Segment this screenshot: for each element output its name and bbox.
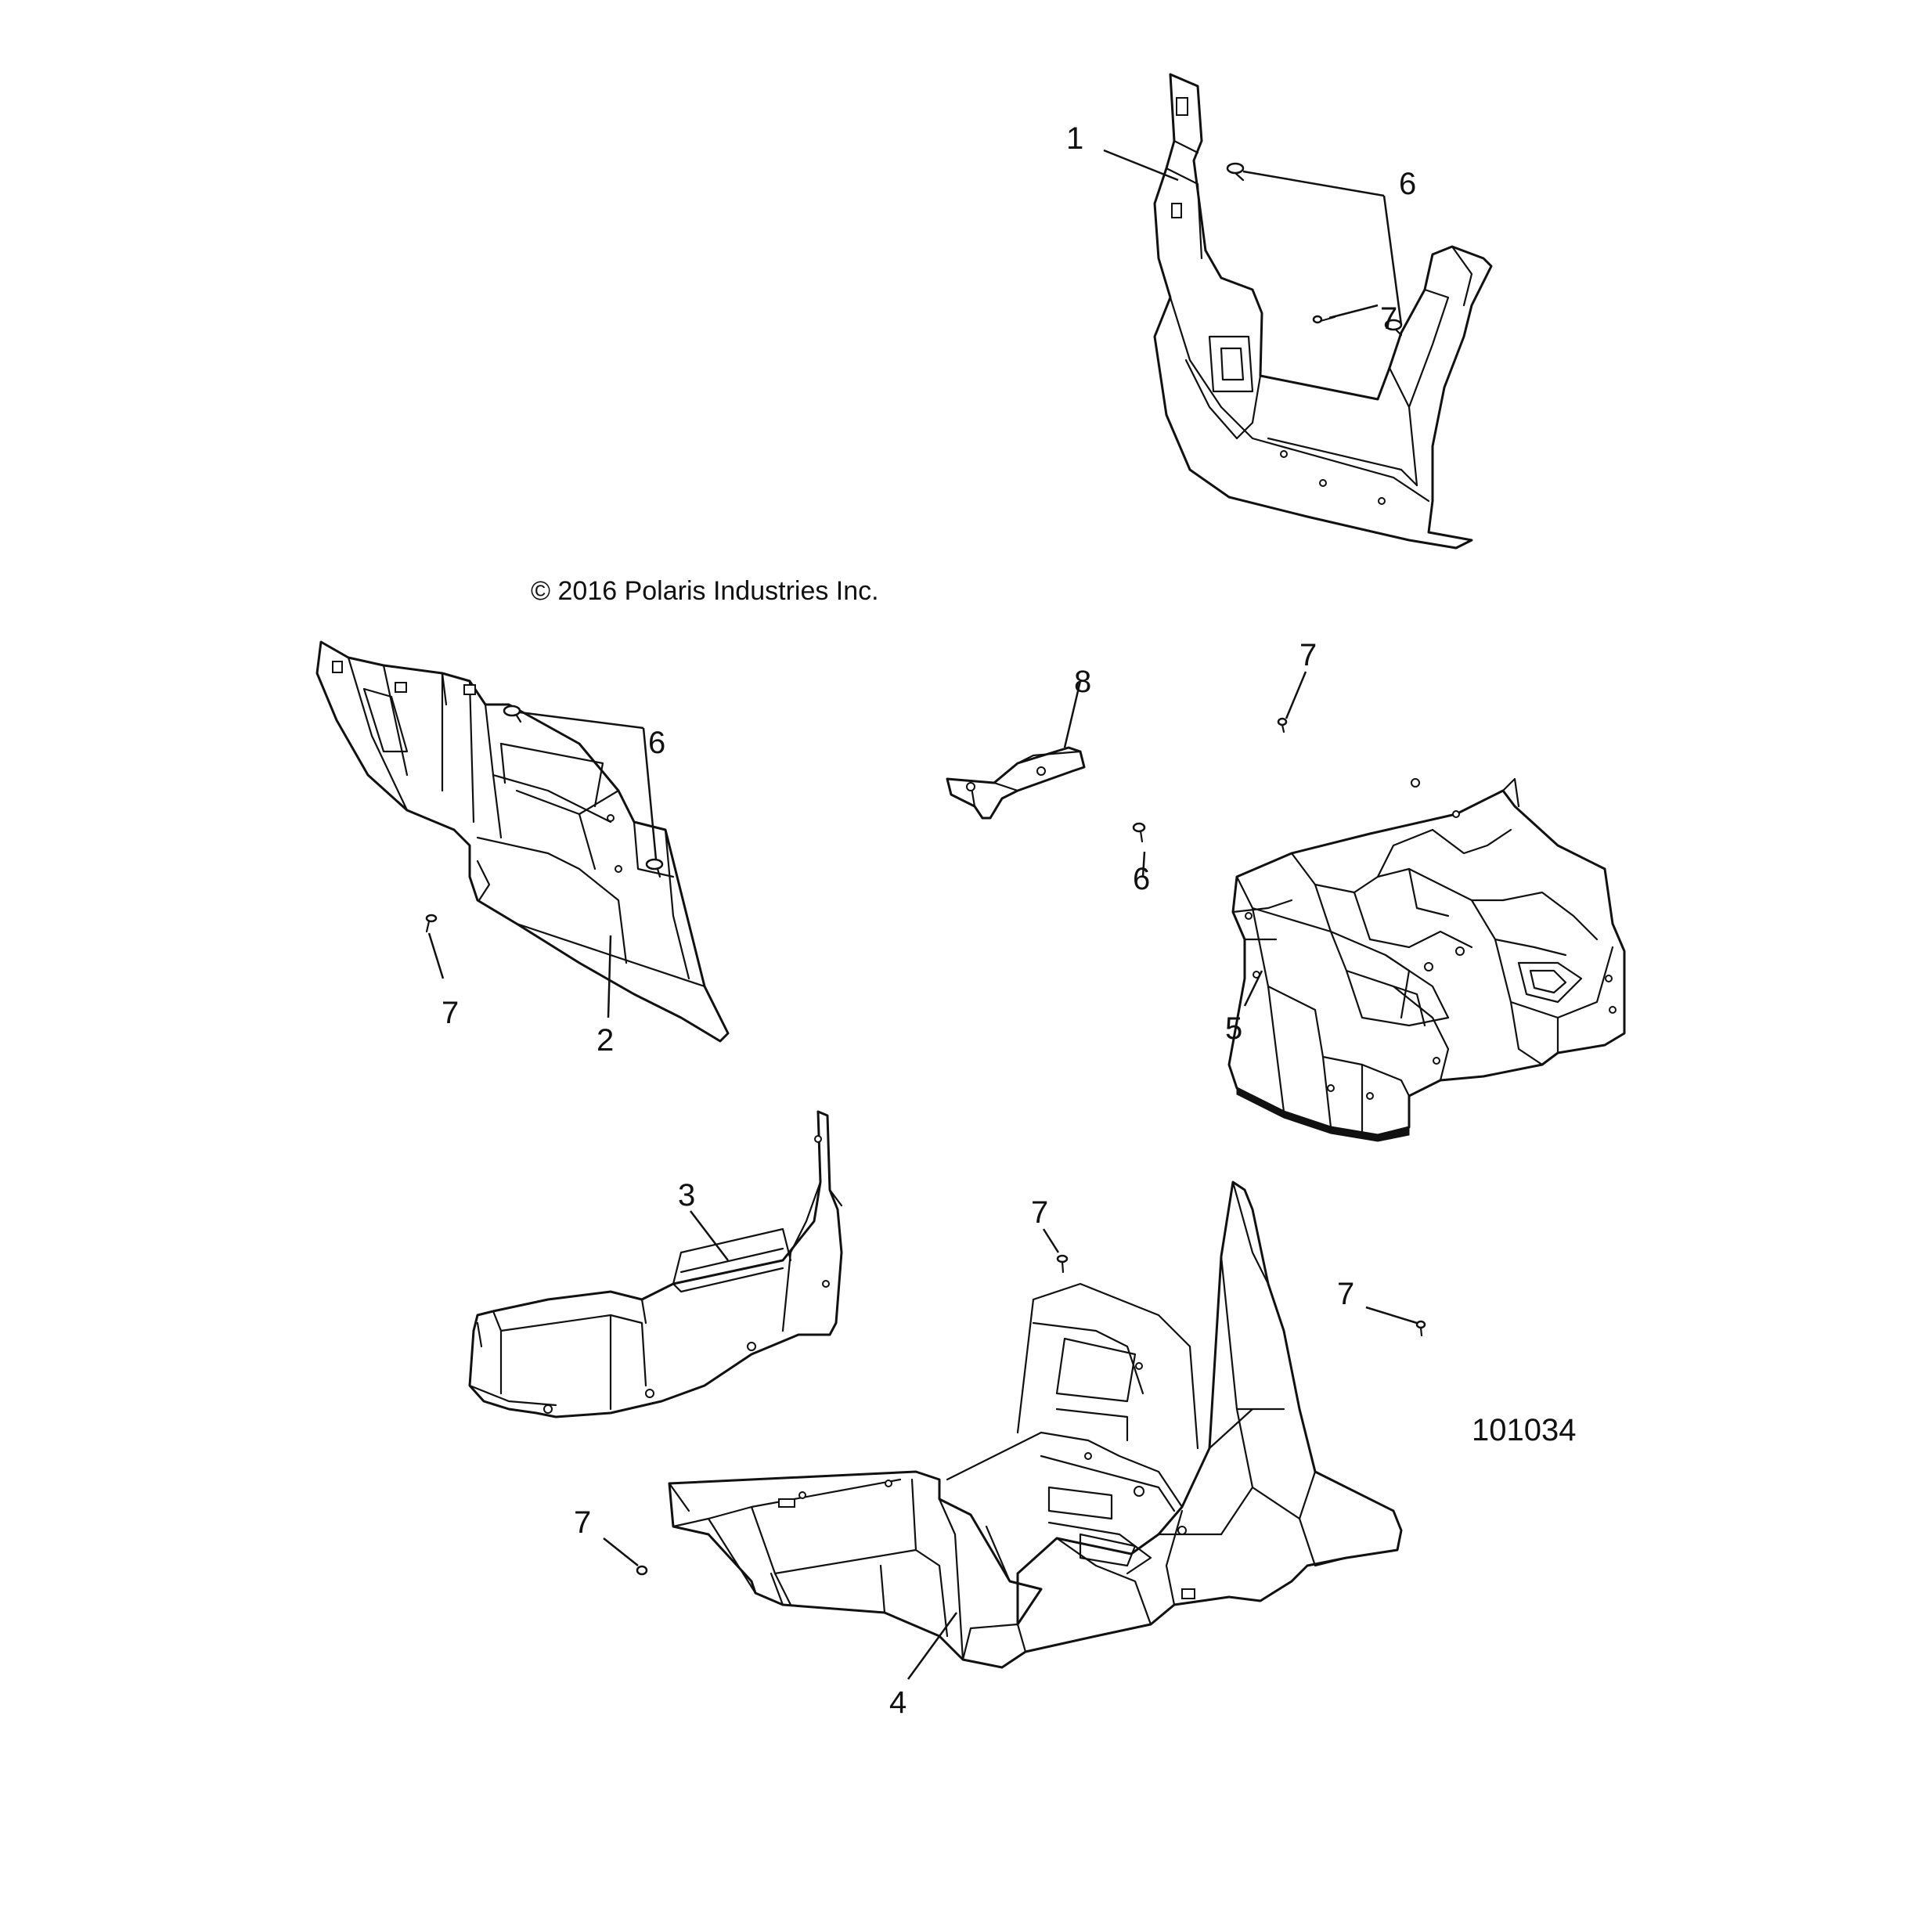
fastener-7-screw xyxy=(1415,1320,1426,1337)
callout-6: 6 xyxy=(1133,862,1150,896)
callout-8: 8 xyxy=(1074,665,1091,699)
callout-7: 7 xyxy=(574,1505,591,1540)
callout-2: 2 xyxy=(597,1023,614,1058)
callout-5: 5 xyxy=(1225,1011,1242,1046)
callout-7: 7 xyxy=(1380,301,1397,336)
callout-7: 7 xyxy=(1299,638,1317,672)
fastener-6-rivet xyxy=(503,705,522,723)
fastener-7-screw xyxy=(1056,1254,1069,1274)
fastener-7-screw xyxy=(636,1565,648,1576)
callout-3: 3 xyxy=(678,1178,695,1213)
callout-7: 7 xyxy=(1031,1195,1048,1230)
callout-1: 1 xyxy=(1066,121,1083,156)
fastener-6-rivet xyxy=(1226,162,1245,182)
callout-7: 7 xyxy=(442,996,459,1030)
part-4-floor-panel xyxy=(668,1180,1403,1669)
part-2-side-panel xyxy=(315,640,730,1043)
part-1-side-panel xyxy=(1153,73,1493,550)
fastener-7-screw xyxy=(425,914,438,933)
copyright-notice: © 2016 Polaris Industries Inc. xyxy=(531,576,879,606)
callout-4: 4 xyxy=(889,1685,907,1720)
part-3-inner-bracket xyxy=(468,1110,843,1418)
fastener-6-rivet xyxy=(1132,822,1146,843)
fastener-6-rivet xyxy=(645,858,664,878)
callout-6: 6 xyxy=(1399,167,1416,201)
leader-lines xyxy=(427,149,1418,1680)
callout-labels: 1 6 7 8 7 6 6 5 7 2 3 7 7 7 4 xyxy=(442,121,1416,1720)
figure-number: 101034 xyxy=(1472,1413,1576,1447)
callout-6: 6 xyxy=(648,726,665,760)
fastener-7-screw xyxy=(1277,717,1288,734)
part-5-rear-floor xyxy=(1227,777,1626,1142)
part-8-bracket xyxy=(946,746,1086,820)
callout-7: 7 xyxy=(1337,1277,1354,1311)
